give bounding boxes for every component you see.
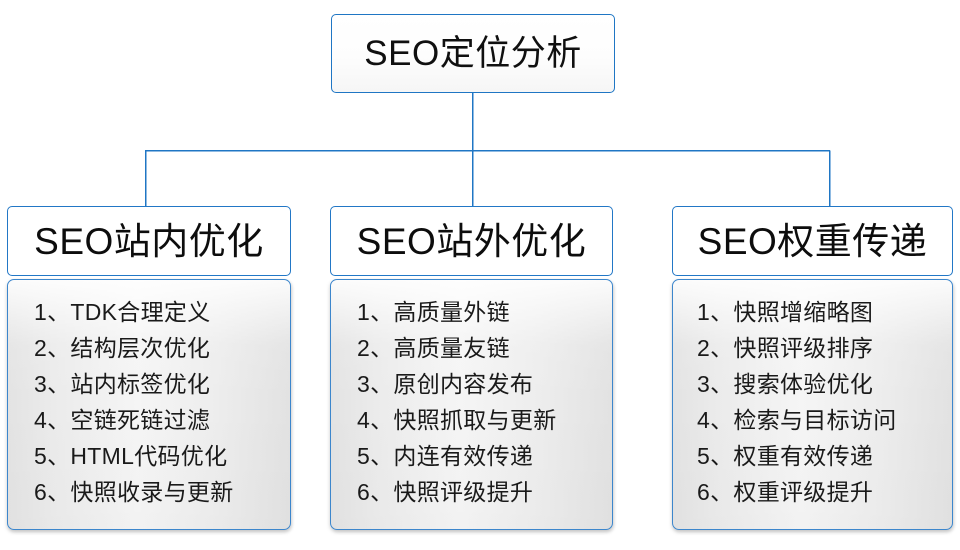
list-item: 2、结构层次优化: [34, 335, 211, 361]
list-item: 6、快照收录与更新: [34, 479, 234, 505]
branch-body-3: 1、快照增缩略图 2、快照评级排序 3、搜索体验优化 4、检索与目标访问 5、权…: [672, 279, 953, 530]
branch-header-2: SEO站外优化: [330, 206, 613, 276]
branch-column-3: SEO权重传递 1、快照增缩略图 2、快照评级排序 3、搜索体验优化 4、检索与…: [672, 206, 953, 530]
list-item: 1、快照增缩略图: [697, 299, 874, 325]
list-item: 5、权重有效传递: [697, 443, 874, 469]
list-item: 2、高质量友链: [357, 335, 510, 361]
branch-body-1: 1、TDK合理定义 2、结构层次优化 3、站内标签优化 4、空链死链过滤 5、H…: [7, 279, 291, 530]
list-item: 6、权重评级提升: [697, 479, 874, 505]
root-node-label: SEO定位分析: [364, 34, 582, 73]
list-item: 4、空链死链过滤: [34, 407, 211, 433]
list-item: 1、高质量外链: [357, 299, 510, 325]
branch-header-1: SEO站内优化: [7, 206, 291, 276]
list-item: 1、TDK合理定义: [34, 299, 211, 325]
branch-list-2: 1、高质量外链 2、高质量友链 3、原创内容发布 4、快照抓取与更新 5、内连有…: [331, 294, 612, 510]
branch-column-2: SEO站外优化 1、高质量外链 2、高质量友链 3、原创内容发布 4、快照抓取与…: [330, 206, 613, 530]
root-node: SEO定位分析: [331, 14, 615, 93]
list-item: 6、快照评级提升: [357, 479, 534, 505]
branch-list-1: 1、TDK合理定义 2、结构层次优化 3、站内标签优化 4、空链死链过滤 5、H…: [8, 294, 290, 510]
branch-body-2: 1、高质量外链 2、高质量友链 3、原创内容发布 4、快照抓取与更新 5、内连有…: [330, 279, 613, 530]
list-item: 4、快照抓取与更新: [357, 407, 557, 433]
list-item: 3、搜索体验优化: [697, 371, 874, 397]
branch-header-3: SEO权重传递: [672, 206, 953, 276]
branch-header-label-3: SEO权重传递: [697, 220, 928, 262]
branch-list-3: 1、快照增缩略图 2、快照评级排序 3、搜索体验优化 4、检索与目标访问 5、权…: [673, 294, 952, 510]
list-item: 5、内连有效传递: [357, 443, 534, 469]
list-item: 2、快照评级排序: [697, 335, 874, 361]
list-item: 3、站内标签优化: [34, 371, 211, 397]
branch-column-1: SEO站内优化 1、TDK合理定义 2、结构层次优化 3、站内标签优化 4、空链…: [7, 206, 291, 530]
branch-header-label-2: SEO站外优化: [356, 220, 587, 262]
list-item: 3、原创内容发布: [357, 371, 534, 397]
list-item: 5、HTML代码优化: [34, 443, 228, 469]
branch-header-label-1: SEO站内优化: [34, 220, 264, 262]
list-item: 4、检索与目标访问: [697, 407, 897, 433]
